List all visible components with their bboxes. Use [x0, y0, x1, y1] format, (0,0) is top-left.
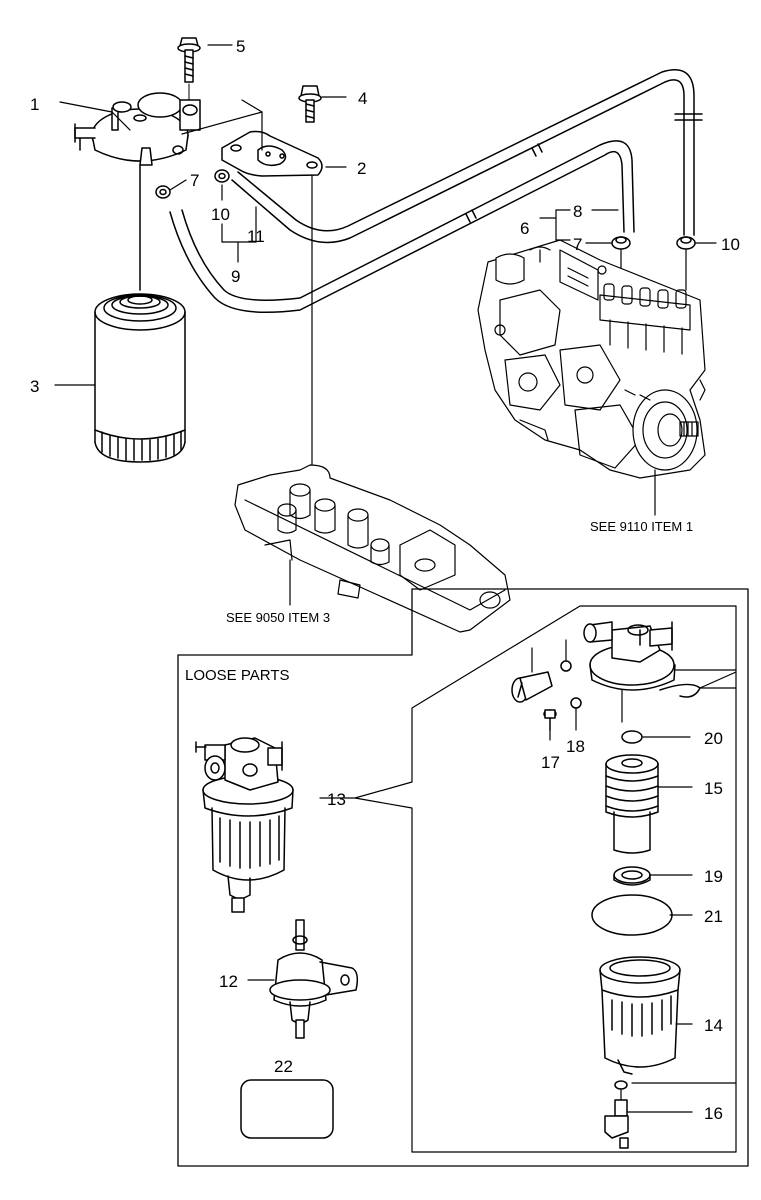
callout-20: 20 [704, 729, 723, 748]
callout-6: 6 [520, 219, 529, 238]
callout-16: 16 [704, 1104, 723, 1123]
label-plate-part [240, 1079, 334, 1139]
bolt-part [543, 709, 557, 731]
callout-labels: 1 5 4 2 7 10 11 9 3 6 8 7 10 13 12 22 20… [30, 37, 740, 1123]
callout-18: 18 [566, 737, 585, 756]
callout-10: 10 [211, 205, 230, 224]
bracket-part [221, 130, 323, 177]
exploded-view-frame [354, 605, 737, 1153]
loose-parts-title: LOOSE PARTS [185, 667, 289, 684]
o-ring-part [560, 660, 572, 672]
callout-17: 17 [541, 753, 560, 772]
callout-15: 15 [704, 779, 723, 798]
intake-manifold-part [234, 464, 511, 633]
bolt-part [177, 37, 201, 101]
callout-7: 7 [190, 171, 199, 190]
callout-8: 8 [573, 202, 582, 221]
o-ring-part [591, 894, 673, 936]
drain-plug-part [604, 1080, 629, 1149]
bolt-part [511, 671, 553, 703]
bolt-part [298, 85, 322, 123]
hose-clamp-part [611, 236, 631, 250]
ref-manifold-note: SEE 9050 ITEM 3 [226, 610, 330, 625]
filter-bowl-part [599, 956, 681, 1075]
filter-cartridge-part [94, 293, 186, 463]
callout-4: 4 [358, 89, 367, 108]
seal-ring-part [613, 866, 651, 886]
callout-3: 3 [30, 377, 39, 396]
callout-19: 19 [704, 867, 723, 886]
callout-9: 9 [231, 267, 240, 286]
callout-leaders [54, 44, 737, 1113]
callout-21: 21 [704, 907, 723, 926]
callout-13: 13 [327, 790, 346, 809]
washer-part [570, 697, 582, 709]
callout-22: 22 [274, 1057, 293, 1076]
hose-clamp-part [676, 236, 696, 250]
o-ring-part [621, 730, 643, 744]
callout-7-pump: 7 [573, 235, 582, 254]
water-separator-assembly-part [195, 737, 294, 913]
callout-11: 11 [247, 227, 265, 246]
callout-2: 2 [357, 159, 366, 178]
hose-clamp-part [214, 169, 230, 183]
fuel-pump-part [269, 919, 359, 1039]
filter-head-part [74, 92, 201, 166]
loose-parts-frame [177, 588, 749, 1167]
callout-1: 1 [30, 95, 39, 114]
callout-10-pump: 10 [721, 235, 740, 254]
filter-element-part [605, 754, 659, 854]
callout-14: 14 [704, 1016, 723, 1035]
hose-clamp-part [155, 185, 171, 199]
fuel-hoses [169, 69, 703, 314]
callout-12: 12 [219, 972, 238, 991]
injection-pump-part [477, 239, 706, 479]
ref-pump-note: SEE 9110 ITEM 1 [590, 519, 693, 534]
callout-5: 5 [236, 37, 245, 56]
filter-head-exploded-part [583, 621, 701, 698]
